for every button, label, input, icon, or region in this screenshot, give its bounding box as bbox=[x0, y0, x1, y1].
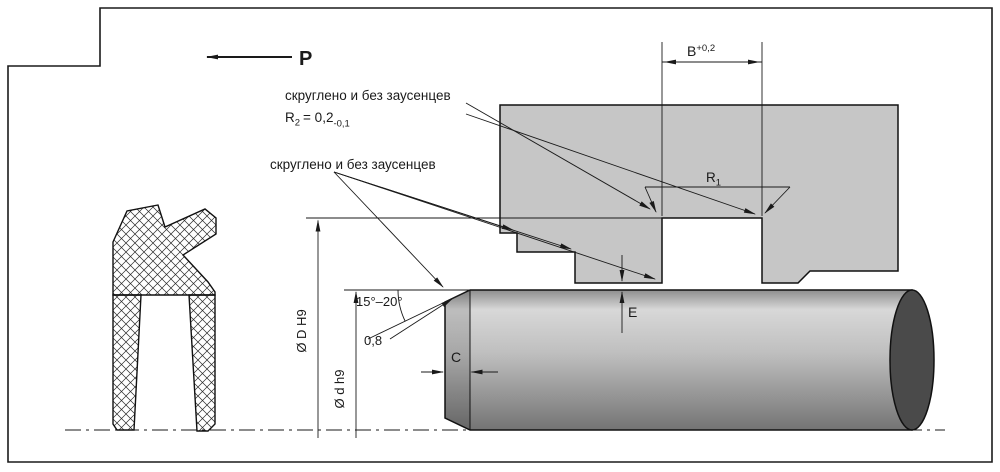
dim-e-label: E bbox=[628, 304, 637, 320]
groove-diameter-label: Ø D H9 bbox=[294, 309, 309, 352]
note-r2: скруглено и без заусенцев R2= 0,2-0,1 bbox=[285, 88, 756, 215]
shaft-chamfer-band bbox=[445, 290, 470, 430]
edge-radius-label: 0,8 bbox=[364, 333, 382, 348]
dim-groove-diameter: Ø D H9 bbox=[294, 217, 662, 438]
note-r2-value: R2= 0,2-0,1 bbox=[285, 110, 350, 130]
r1-callout: R1 bbox=[644, 170, 791, 214]
drawing-frame bbox=[7, 7, 993, 463]
seal-left-lip bbox=[112, 294, 142, 431]
frame-border bbox=[7, 7, 993, 463]
leader-line bbox=[465, 113, 756, 215]
seal-cross-section bbox=[112, 204, 217, 432]
pressure-arrow: P bbox=[206, 48, 312, 70]
pressure-label: P bbox=[299, 48, 312, 70]
shaft bbox=[444, 289, 935, 431]
chamfer-angle: 15°–20° bbox=[356, 289, 471, 340]
housing-groove-section bbox=[499, 104, 899, 284]
seal-body bbox=[112, 204, 217, 296]
note-deburr: скруглено и без заусенцев bbox=[270, 157, 656, 288]
leader-line bbox=[465, 102, 651, 210]
shaft-diameter-label: Ø d h9 bbox=[332, 369, 347, 408]
dim-c-label: C bbox=[451, 349, 461, 365]
leader-line bbox=[333, 171, 444, 288]
edge-radius-callout: 0,8 bbox=[364, 298, 453, 348]
shaft-end-cap bbox=[889, 289, 935, 431]
chamfer-angle-label: 15°–20° bbox=[356, 294, 403, 309]
leader-line bbox=[764, 186, 791, 214]
seal-right-lip bbox=[188, 294, 216, 432]
leader-line bbox=[389, 298, 453, 340]
note-deburr-text: скруглено и без заусенцев bbox=[270, 157, 436, 172]
leader-line bbox=[333, 171, 656, 280]
dim-c: C bbox=[421, 296, 498, 380]
dim-e: E bbox=[619, 255, 637, 333]
angle-arc bbox=[397, 289, 406, 322]
dim-b-label: B+0,2 bbox=[687, 43, 715, 59]
leader-line bbox=[644, 186, 657, 213]
r1-label: R1 bbox=[706, 170, 721, 189]
construction-line bbox=[367, 289, 471, 340]
shaft-body bbox=[444, 289, 913, 431]
note-r2-text: скруглено и без заусенцев bbox=[285, 88, 451, 103]
